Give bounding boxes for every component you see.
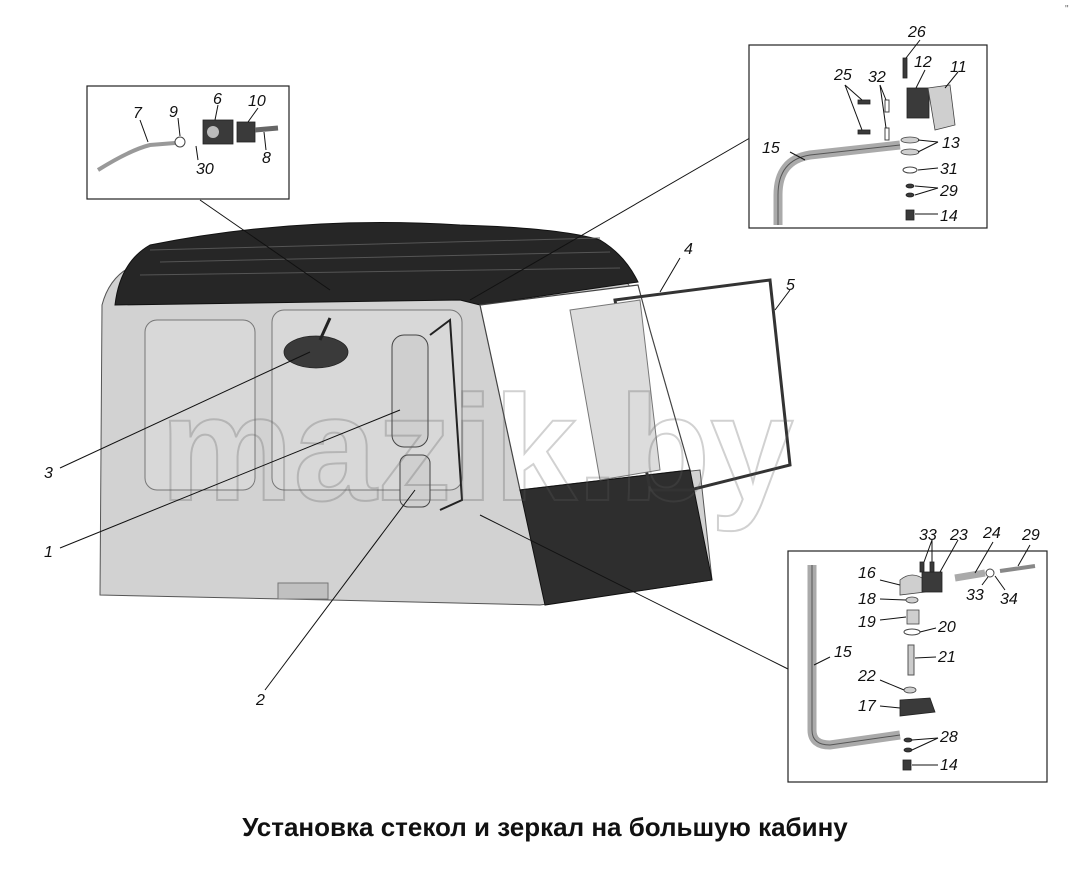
callout-16: 16: [858, 565, 876, 582]
callout-21: 21: [937, 649, 956, 666]
callout-26: 26: [907, 24, 926, 41]
callout-32: 32: [868, 69, 886, 86]
callout-4: 4: [684, 241, 693, 258]
callout-14-top: 14: [940, 208, 958, 225]
callout-19: 19: [858, 614, 876, 631]
callout-30: 30: [196, 161, 214, 178]
callout-18: 18: [858, 591, 876, 608]
diagram-title: Установка стекол и зеркал на большую каб…: [242, 812, 848, 842]
outside-mirror-parts: [391, 318, 464, 511]
callout-24: 24: [982, 525, 1001, 542]
callout-13: 13: [942, 135, 960, 152]
callout-12: 12: [914, 54, 932, 71]
inset-top-right: [748, 39, 988, 229]
watermark-text: mazik.by: [160, 364, 794, 532]
callout-9: 9: [169, 104, 178, 121]
callout-17: 17: [858, 698, 877, 715]
callout-25: 25: [833, 67, 852, 84]
callout-6: 6: [213, 91, 222, 108]
inset-bottom-right: [787, 539, 1048, 783]
callout-7: 7: [133, 105, 143, 122]
callout-3: 3: [44, 465, 53, 482]
callout-22: 22: [857, 668, 876, 685]
interior-mirror-part-3: [283, 317, 349, 369]
callout-2: 2: [255, 692, 265, 709]
windshield-glass-part-5: [569, 278, 792, 492]
callout-34: 34: [1000, 591, 1018, 608]
callout-20: 20: [937, 619, 956, 636]
inset-top-left: [86, 85, 290, 200]
callout-31: 31: [940, 161, 958, 178]
callout-14-bottom: 14: [940, 757, 958, 774]
corner-mark: ": [1065, 4, 1069, 15]
callout-5: 5: [786, 277, 795, 294]
callout-28: 33: [919, 527, 937, 544]
callout-23: 23: [949, 527, 968, 544]
callout-10: 10: [248, 93, 266, 110]
callout-15-bottom: 15: [834, 644, 852, 661]
callout-15-top: 15: [762, 140, 780, 157]
callout-29-top: 29: [939, 183, 958, 200]
callout-33: 33: [966, 587, 984, 604]
callout-27: 29: [1021, 527, 1040, 544]
main-leaders: [59, 134, 791, 691]
callout-11: 11: [950, 59, 967, 76]
callout-1: 1: [44, 544, 53, 561]
callout-29-bottom: 28: [939, 729, 958, 746]
callout-8: 8: [262, 150, 271, 167]
